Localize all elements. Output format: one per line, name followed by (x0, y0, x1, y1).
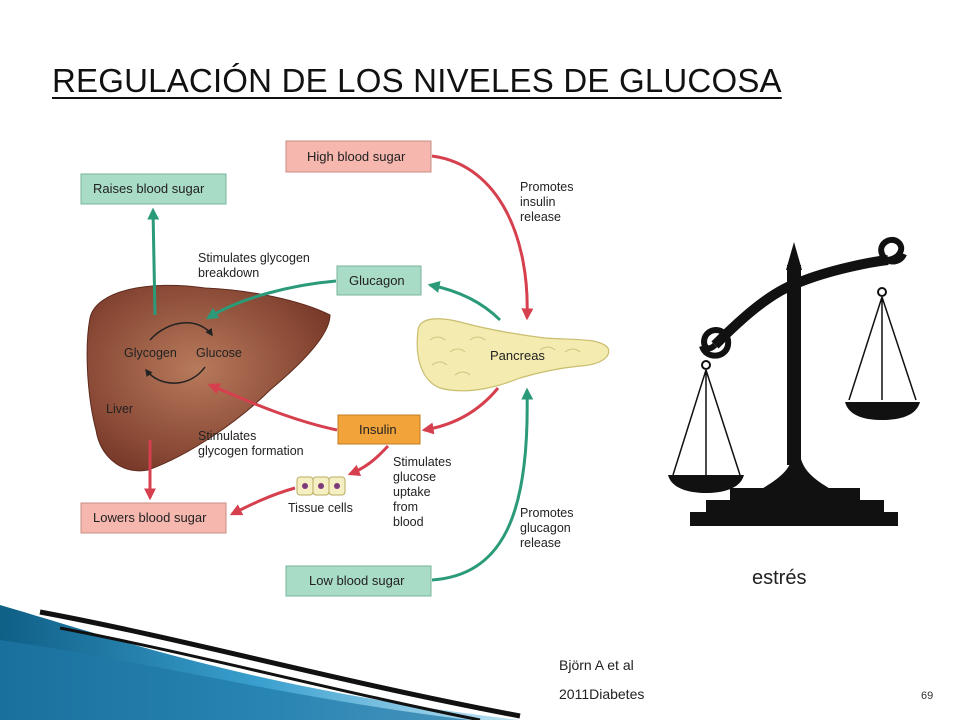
box-low-blood-sugar: Low blood sugar (285, 565, 432, 597)
tissue-cells: Tissue cells (288, 476, 353, 515)
tissue-cells-label: Tissue cells (288, 501, 353, 515)
arrow-liver-to-raises (147, 207, 160, 316)
svg-text:Promotes: Promotes (520, 180, 574, 194)
annotation-promotes-insulin: Promotes insulin release (520, 180, 574, 224)
pancreas-label: Pancreas (490, 348, 545, 363)
arrows (144, 154, 534, 582)
svg-text:glycogen formation: glycogen formation (198, 444, 304, 458)
citation-year-journal: 2011Diabetes (559, 686, 645, 702)
glycogen-label: Glycogen (124, 346, 177, 360)
box-insulin: Insulin (337, 414, 421, 445)
cycle-arrow-bottom (145, 366, 206, 384)
annotation-promotes-glucagon: Promotes glucagon release (520, 506, 574, 550)
svg-text:Insulin: Insulin (359, 422, 397, 437)
annotation-stimulates-formation: Stimulates glycogen formation (198, 429, 304, 458)
box-raises-blood-sugar: Raises blood sugar (80, 173, 227, 205)
arrow-insulin-to-cells (347, 444, 390, 477)
svg-text:Stimulates glycogen: Stimulates glycogen (198, 251, 310, 265)
arrow-cells-to-lowers (229, 486, 296, 516)
svg-text:Raises blood sugar: Raises blood sugar (93, 181, 205, 196)
pancreas-organ: Pancreas (416, 318, 610, 392)
liver-organ: Glycogen Glucose Liver (86, 284, 331, 472)
annotation-stimulates-uptake: Stimulates glucose uptake from blood (393, 455, 451, 529)
svg-text:from: from (393, 500, 418, 514)
svg-text:Glucagon: Glucagon (349, 273, 405, 288)
svg-text:release: release (520, 536, 561, 550)
glucose-label: Glucose (196, 346, 242, 360)
svg-text:Low blood sugar: Low blood sugar (309, 573, 405, 588)
arrow-high-to-pancreas (431, 154, 534, 321)
liver-label: Liver (106, 402, 133, 416)
svg-text:glucose: glucose (393, 470, 436, 484)
svg-text:breakdown: breakdown (198, 266, 259, 280)
svg-text:Promotes: Promotes (520, 506, 574, 520)
svg-text:uptake: uptake (393, 485, 431, 499)
citation-authors: Björn A et al (559, 657, 634, 673)
page-number: 69 (921, 690, 934, 702)
arrow-low-to-pancreas (431, 387, 534, 582)
balance-scale-icon (668, 236, 920, 526)
svg-text:Lowers blood sugar: Lowers blood sugar (93, 510, 207, 525)
cycle-arrow-top (149, 322, 213, 341)
arrow-pancreas-to-insulin (421, 387, 500, 435)
svg-text:blood: blood (393, 515, 424, 529)
box-lowers-blood-sugar: Lowers blood sugar (80, 502, 227, 534)
svg-text:High blood sugar: High blood sugar (307, 149, 406, 164)
arrow-insulin-to-liver (207, 383, 338, 432)
arrow-glucagon-to-liver (205, 279, 337, 320)
svg-text:insulin: insulin (520, 195, 555, 209)
decorative-swoosh (0, 605, 521, 720)
annotation-stimulates-breakdown: Stimulates glycogen breakdown (198, 251, 310, 280)
svg-text:Stimulates: Stimulates (198, 429, 256, 443)
box-glucagon: Glucagon (336, 265, 422, 296)
svg-text:glucagon: glucagon (520, 521, 571, 535)
svg-text:release: release (520, 210, 561, 224)
stress-label: estrés (752, 567, 807, 589)
arrow-pancreas-to-glucagon (427, 281, 502, 322)
box-high-blood-sugar: High blood sugar (285, 140, 432, 173)
svg-text:Stimulates: Stimulates (393, 455, 451, 469)
slide-title: REGULACIÓN DE LOS NIVELES DE GLUCOSA (52, 62, 782, 99)
